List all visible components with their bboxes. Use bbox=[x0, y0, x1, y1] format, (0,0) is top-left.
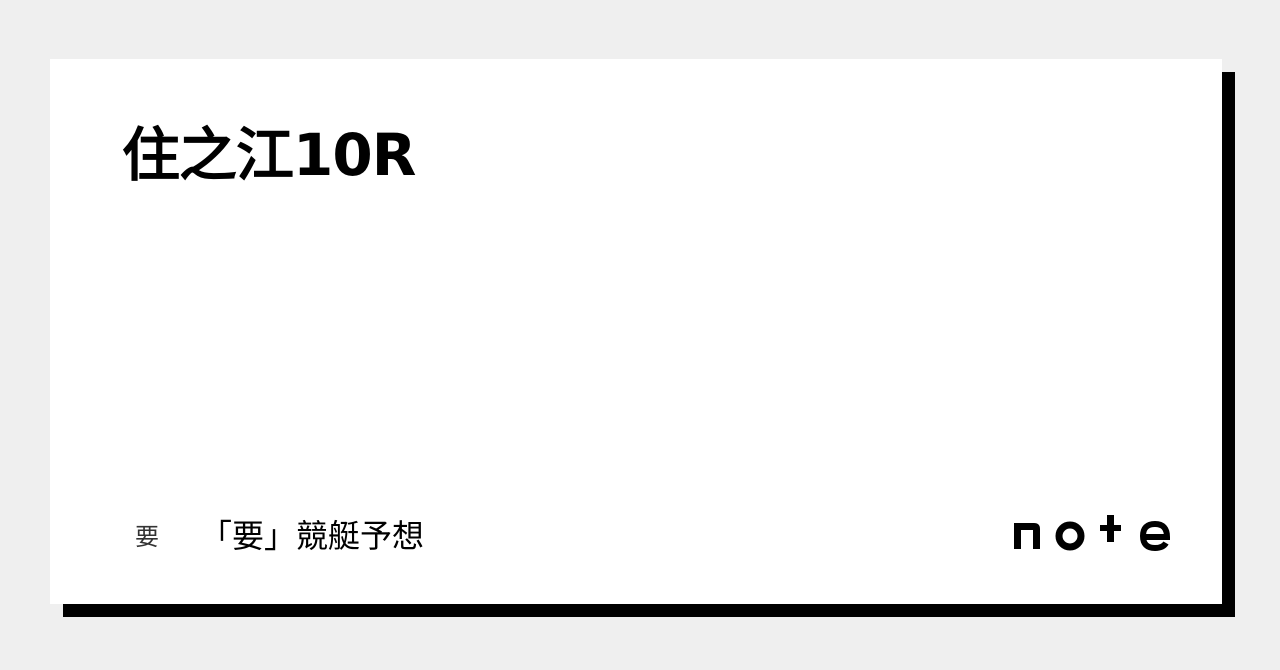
note-logo-icon bbox=[1014, 515, 1170, 551]
author-name: 「要」競艇予想 bbox=[200, 517, 425, 555]
article-title: 住之江10R bbox=[122, 121, 416, 189]
author-info: 要 「要」競艇予想 bbox=[122, 511, 424, 557]
og-card: 住之江10R 要 「要」競艇予想 bbox=[50, 59, 1222, 604]
note-logo bbox=[1012, 511, 1170, 551]
author-avatar: 要 bbox=[135, 522, 159, 551]
